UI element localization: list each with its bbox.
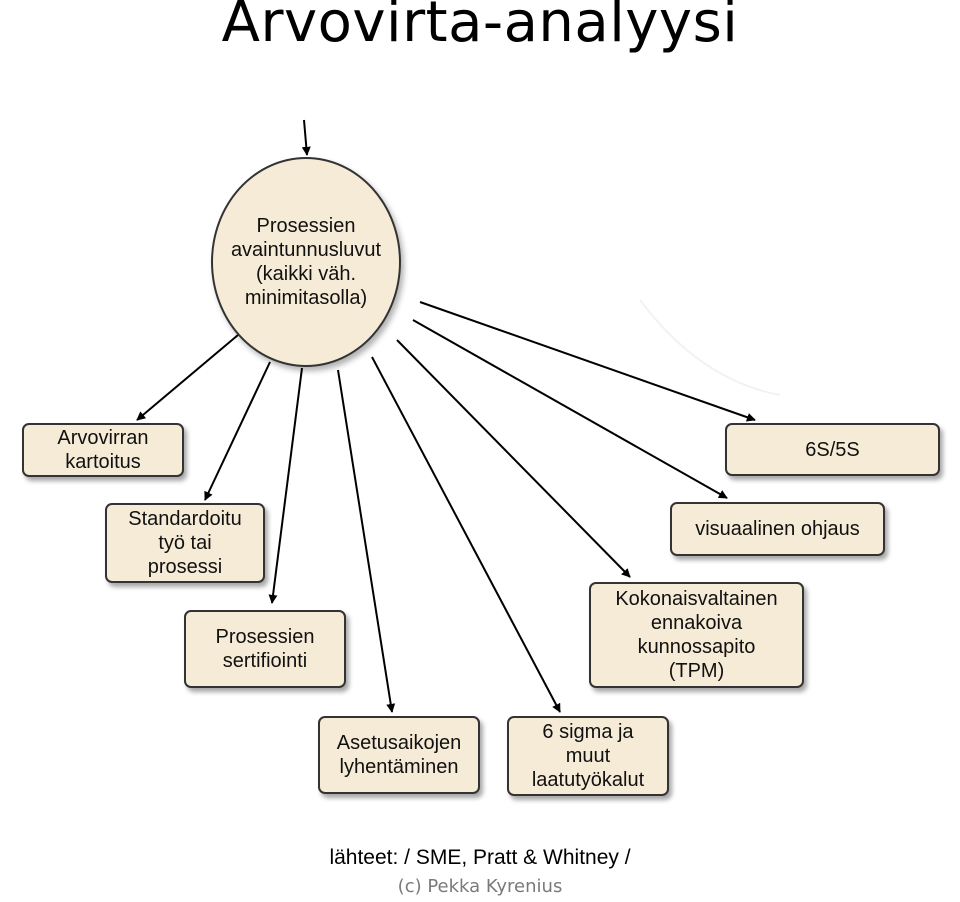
sources-text: lähteet: / SME, Pratt & Whitney /	[329, 846, 631, 869]
arrow-to-6s-5s	[419, 301, 756, 422]
arrow-to-standardoitu-tyo	[204, 361, 271, 501]
center-node-prosessien-avaintunnusluvut: Prosessien avaintunnusluvut (kaikki väh.…	[211, 157, 401, 367]
arrow-to-tpm	[396, 339, 631, 578]
arrow-to-arvovirran-kartoitus	[136, 334, 239, 421]
node-6s-5s: 6S/5S	[725, 423, 940, 476]
node-prosessien-sertifiointi: Prosessien sertifiointi	[184, 610, 346, 688]
copyright-text: (c) Pekka Kyrenius	[397, 876, 563, 897]
arrow-to-visuaalinen-ohjaus	[412, 319, 728, 499]
node-arvovirran-kartoitus: Arvovirran kartoitus	[22, 423, 184, 477]
node-visuaalinen-ohjaus: visuaalinen ohjaus	[670, 502, 885, 556]
node-tpm: Kokonaisvaltainen ennakoiva kunnossapito…	[589, 582, 804, 688]
page-title: Arvovirta-analyysi	[221, 0, 739, 55]
arrow-to-prosessien-sertifiointi	[268, 367, 303, 604]
arrow-to-asetusaikojen	[337, 369, 396, 713]
incoming-arrow	[301, 119, 311, 156]
arrow-to-six-sigma	[371, 356, 561, 713]
faint-arc	[639, 299, 781, 396]
node-six-sigma: 6 sigma ja muut laatutyökalut	[507, 716, 669, 796]
node-standardoitu-tyo: Standardoitu työ tai prosessi	[105, 503, 265, 583]
node-asetusaikojen-lyhentaminen: Asetusaikojen lyhentäminen	[318, 716, 480, 794]
